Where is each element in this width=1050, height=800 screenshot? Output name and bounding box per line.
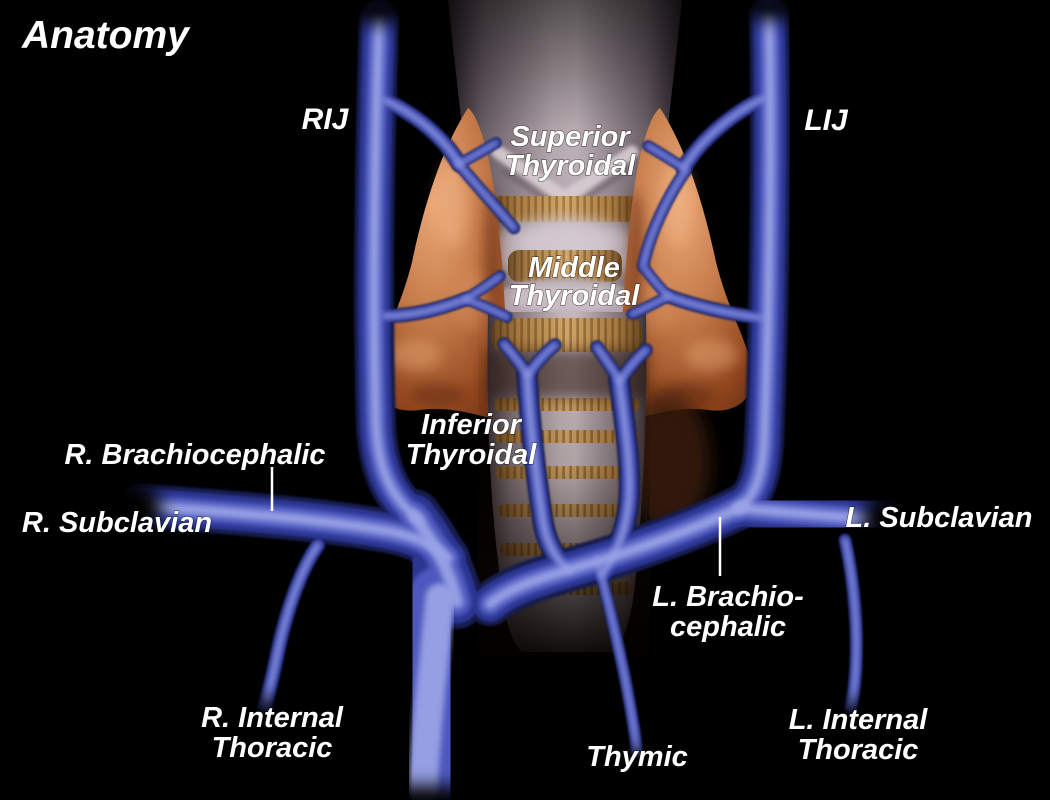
- left-brachiocephalic-vein-layer: [484, 499, 750, 610]
- superior-vena-cava-layer: [408, 583, 455, 800]
- right-middle-thyroidal-branch-down-layer: [464, 297, 509, 319]
- label-superior-thyroidal-line1: Superior: [510, 121, 631, 153]
- left-internal-thoracic-vein-layer: [843, 538, 858, 709]
- left-internal-jugular-vein-layer: [733, 11, 775, 515]
- right-superior-thyroidal-branch-up-layer: [457, 141, 498, 166]
- larynx: [430, 0, 692, 332]
- label-l-internal-thoracic-line2: Thoracic: [798, 734, 919, 766]
- leader-lines: [270, 467, 722, 576]
- label-r-internal-thoracic-line2: Thoracic: [212, 732, 333, 764]
- label-superior-thyroidal-line2: Thyroidal: [505, 150, 636, 182]
- left-superior-thyroidal-vein-layer: [682, 96, 766, 170]
- right-superior-thyroidal-branch-down-layer: [455, 160, 516, 230]
- label-l-brachiocephalic-line1: L. Brachio-: [652, 581, 803, 613]
- inferior-thyroidal-right-fork-b-layer: [618, 348, 648, 383]
- label-r-brachiocephalic: R. Brachiocephalic: [64, 439, 325, 471]
- label-l-subclavian: L. Subclavian: [846, 502, 1033, 534]
- left-middle-thyroidal-branch-down-layer: [630, 294, 670, 316]
- left-superior-thyroidal-branch-down-layer: [641, 168, 688, 268]
- label-rij: RIJ: [302, 103, 350, 136]
- label-r-internal-thoracic-line1: R. Internal: [201, 702, 344, 734]
- label-r-subclavian: R. Subclavian: [22, 507, 212, 539]
- right-brachiocephalic-vein-layer: [407, 509, 464, 609]
- left-superior-thyroidal-branch-up-layer: [646, 144, 686, 170]
- left-middle-thyroidal-vein-layer: [666, 294, 764, 320]
- thymic-vein-layer: [595, 558, 639, 754]
- label-inferior-thyroidal-line1: Inferior: [421, 409, 523, 441]
- labels: Anatomy RIJ LIJ Superior Thyroidal Middl…: [20, 13, 1033, 773]
- label-middle-thyroidal-line2: Thyroidal: [509, 280, 640, 312]
- right-internal-thoracic-vein-layer: [263, 543, 320, 708]
- right-internal-jugular-vein-layer: [369, 15, 425, 525]
- left-middle-thyroidal-branch-up-layer: [643, 267, 670, 298]
- page-title: Anatomy: [21, 14, 191, 57]
- label-inferior-thyroidal-line2: Thyroidal: [406, 439, 537, 471]
- label-l-internal-thoracic-line1: L. Internal: [789, 704, 929, 736]
- veins: [120, 0, 908, 800]
- inferior-thyroidal-left-fork-b-layer: [526, 343, 557, 377]
- label-middle-thyroidal-line1: Middle: [528, 252, 620, 284]
- inferior-thyroidal-vein-right-trunk-layer: [599, 377, 632, 577]
- inferior-thyroidal-left-fork-a-layer: [502, 342, 529, 376]
- inferior-thyroidal-right-fork-a-layer: [595, 345, 621, 382]
- right-superior-thyroidal-vein-layer: [382, 98, 461, 166]
- right-middle-thyroidal-branch-up-layer: [464, 274, 502, 301]
- label-l-brachiocephalic-line2: cephalic: [670, 611, 786, 643]
- label-thymic: Thymic: [586, 741, 688, 773]
- inferior-thyroidal-vein-left-trunk-layer: [524, 371, 573, 575]
- vein-end-fades: [98, 0, 928, 800]
- right-middle-thyroidal-vein-layer: [382, 297, 468, 318]
- label-lij: LIJ: [804, 104, 849, 137]
